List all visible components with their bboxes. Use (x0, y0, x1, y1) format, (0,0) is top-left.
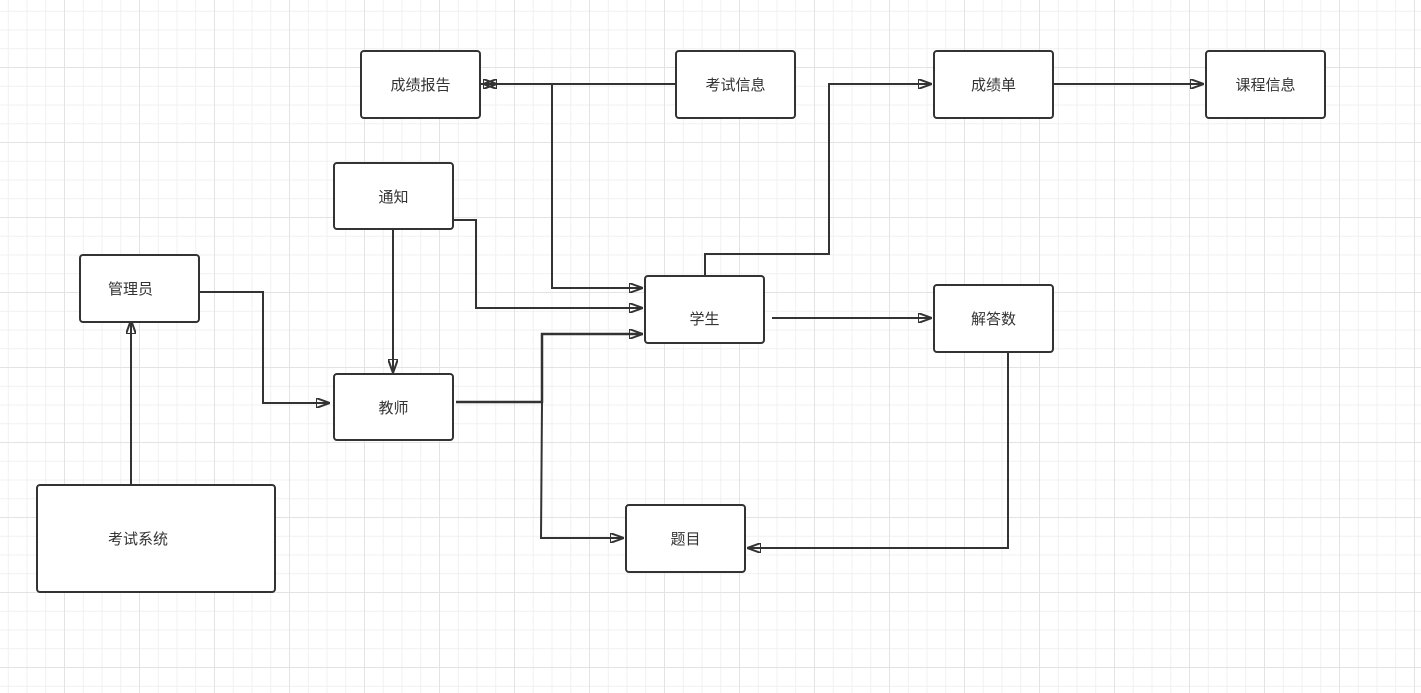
node-grade-report[interactable]: 成绩报告 (360, 50, 481, 119)
edge-teacher-to-student (456, 334, 643, 404)
node-notice[interactable]: 通知 (333, 162, 454, 230)
node-answers[interactable]: 解答数 (933, 284, 1054, 353)
node-student-label: 学生 (689, 310, 720, 328)
edge-notice-to-student (454, 219, 643, 308)
node-exam-info-label: 考试信息 (705, 76, 766, 94)
node-teacher-label: 教师 (378, 398, 409, 417)
node-course-info-label: 课程信息 (1235, 76, 1296, 94)
node-question-label: 题目 (670, 530, 701, 548)
node-question[interactable]: 题目 (625, 504, 746, 573)
node-answers-label: 解答数 (970, 310, 1016, 328)
node-notice-label: 通知 (378, 187, 409, 206)
node-transcript-label: 成绩单 (970, 76, 1016, 94)
edge-answers-to-question (747, 353, 1009, 548)
node-course-info[interactable]: 课程信息 (1205, 50, 1326, 119)
node-admin[interactable]: 管理员 (79, 254, 200, 323)
node-exam-system-label: 考试系统 (108, 530, 169, 548)
node-admin-label: 管理员 (108, 280, 154, 298)
node-student[interactable]: 学生 (644, 275, 765, 344)
node-transcript[interactable]: 成绩单 (933, 50, 1054, 119)
edge-teacher-to-question (539, 401, 624, 538)
node-grade-report-label: 成绩报告 (390, 76, 451, 94)
edge-exam-info-to-student (551, 84, 643, 288)
node-exam-info[interactable]: 考试信息 (675, 50, 796, 119)
node-teacher[interactable]: 教师 (333, 373, 454, 441)
node-exam-system[interactable]: 考试系统 (36, 484, 276, 593)
edge-admin-to-teacher (196, 291, 330, 403)
